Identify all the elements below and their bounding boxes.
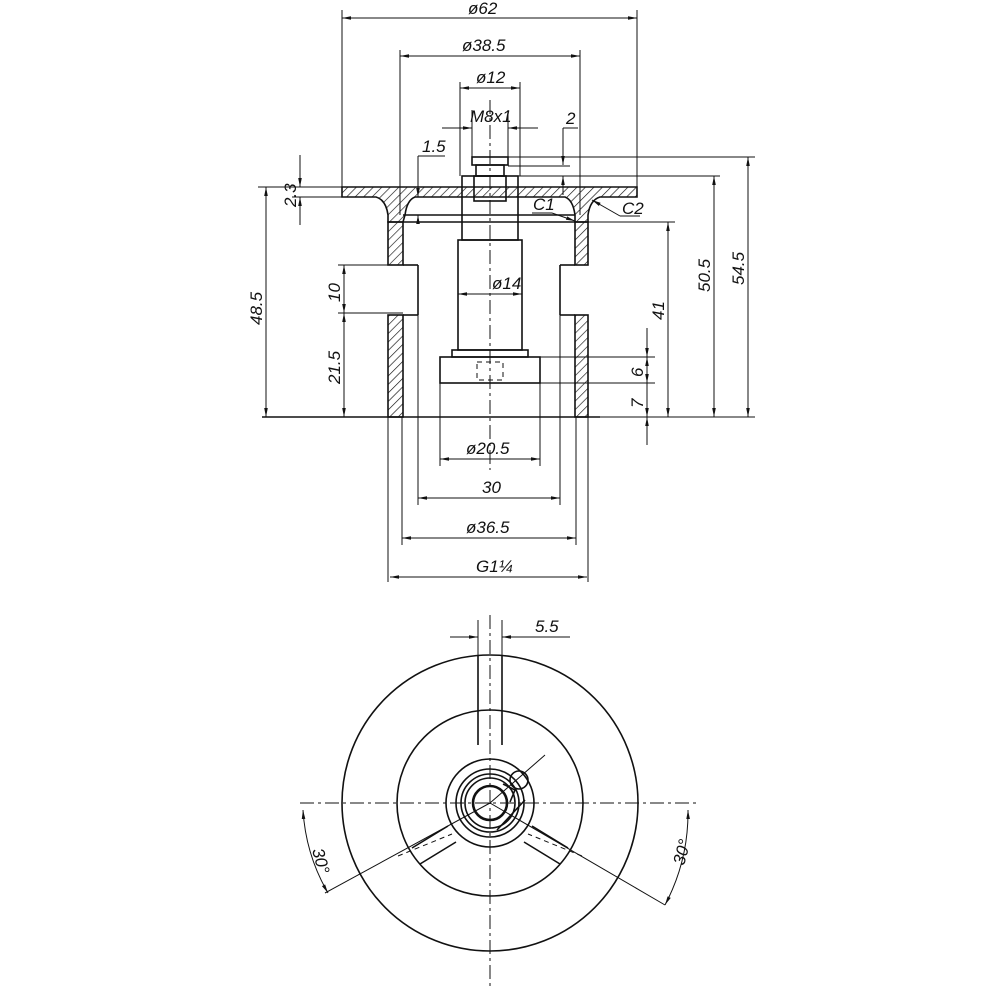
dim-label: ø62	[468, 0, 498, 18]
dim-d38-5: ø38.5	[399, 36, 581, 215]
tube-wall-left	[387, 221, 404, 266]
dim-label: 2	[565, 109, 576, 128]
dim-label: 5.5	[535, 617, 559, 636]
dim-1-5: 1.5	[416, 137, 446, 224]
dim-label: ø12	[476, 68, 506, 87]
dim-label: 2.3	[281, 183, 300, 208]
dim-label: 48.5	[247, 291, 266, 325]
dim-label: 54.5	[729, 251, 748, 285]
dim-label: G1¼	[476, 557, 513, 576]
hub-circle	[445, 758, 535, 848]
dim-label: ø36.5	[466, 518, 510, 537]
dim-slot: 5.5	[450, 617, 570, 656]
bottom-view: 5.5 30° 30°	[300, 615, 700, 990]
dim-21-5: 21.5	[325, 313, 346, 417]
dim-label: 21.5	[325, 350, 344, 385]
dim-angle-right: 30°	[664, 809, 695, 906]
dim-label: ø38.5	[462, 36, 506, 55]
spoke-right	[523, 825, 569, 865]
dim-label: 50.5	[695, 258, 714, 292]
dim-label: 30	[482, 478, 501, 497]
dim-label: 7	[628, 398, 647, 408]
dim-label: 1.5	[422, 137, 446, 156]
outer-flange-circle	[341, 654, 639, 952]
tube-wall-right-lower	[574, 314, 589, 418]
flange	[341, 186, 638, 223]
dim-d20-5: ø20.5	[439, 383, 541, 466]
dim-d14: ø14	[458, 274, 522, 296]
tube-wall-right	[574, 221, 589, 266]
dim-48-5: 48.5	[247, 186, 342, 417]
base	[439, 356, 541, 384]
dim-2-3: 2.3	[281, 155, 342, 225]
spoke-top	[477, 656, 503, 745]
dim-10: 10	[325, 264, 403, 314]
dim-label: ø14	[492, 274, 521, 293]
dim-d36-5: ø36.5	[401, 417, 577, 545]
dim-label: 6	[628, 367, 647, 377]
bore-circle	[471, 784, 509, 822]
dim-label: 10	[325, 283, 344, 302]
dim-label: ø20.5	[466, 439, 510, 458]
dim-d62: ø62	[341, 0, 638, 187]
dim-d12: ø12	[459, 68, 521, 176]
tube-circle	[396, 709, 584, 897]
dim-54-5: 54.5	[508, 156, 755, 418]
dim-6-7: 6 7	[528, 328, 655, 445]
front-view: ø62 ø38.5 ø12 M8x1 2 1.5 2.3 C1	[247, 0, 755, 582]
dim-label: C1	[533, 195, 555, 214]
dim-angle-left: 30°	[301, 809, 333, 894]
dim-thread: M8x1	[442, 107, 538, 157]
dim-label: C2	[622, 199, 644, 218]
dim-pipe-thread: G1¼	[387, 417, 589, 582]
dim-50-5: 50.5	[518, 175, 720, 418]
dim-label: M8x1	[470, 107, 512, 126]
dim-label: 30°	[308, 846, 333, 876]
dim-label: 41	[649, 301, 668, 320]
spoke-left	[411, 825, 457, 865]
tube-wall-left-lower	[387, 314, 404, 418]
dim-c2: C2	[591, 199, 644, 218]
dim-41: 41	[588, 221, 675, 418]
dim-2: 2	[508, 109, 578, 195]
dim-c1: C1	[532, 195, 576, 222]
dim-label: 30°	[670, 837, 695, 867]
dim-30: 30	[417, 315, 561, 505]
